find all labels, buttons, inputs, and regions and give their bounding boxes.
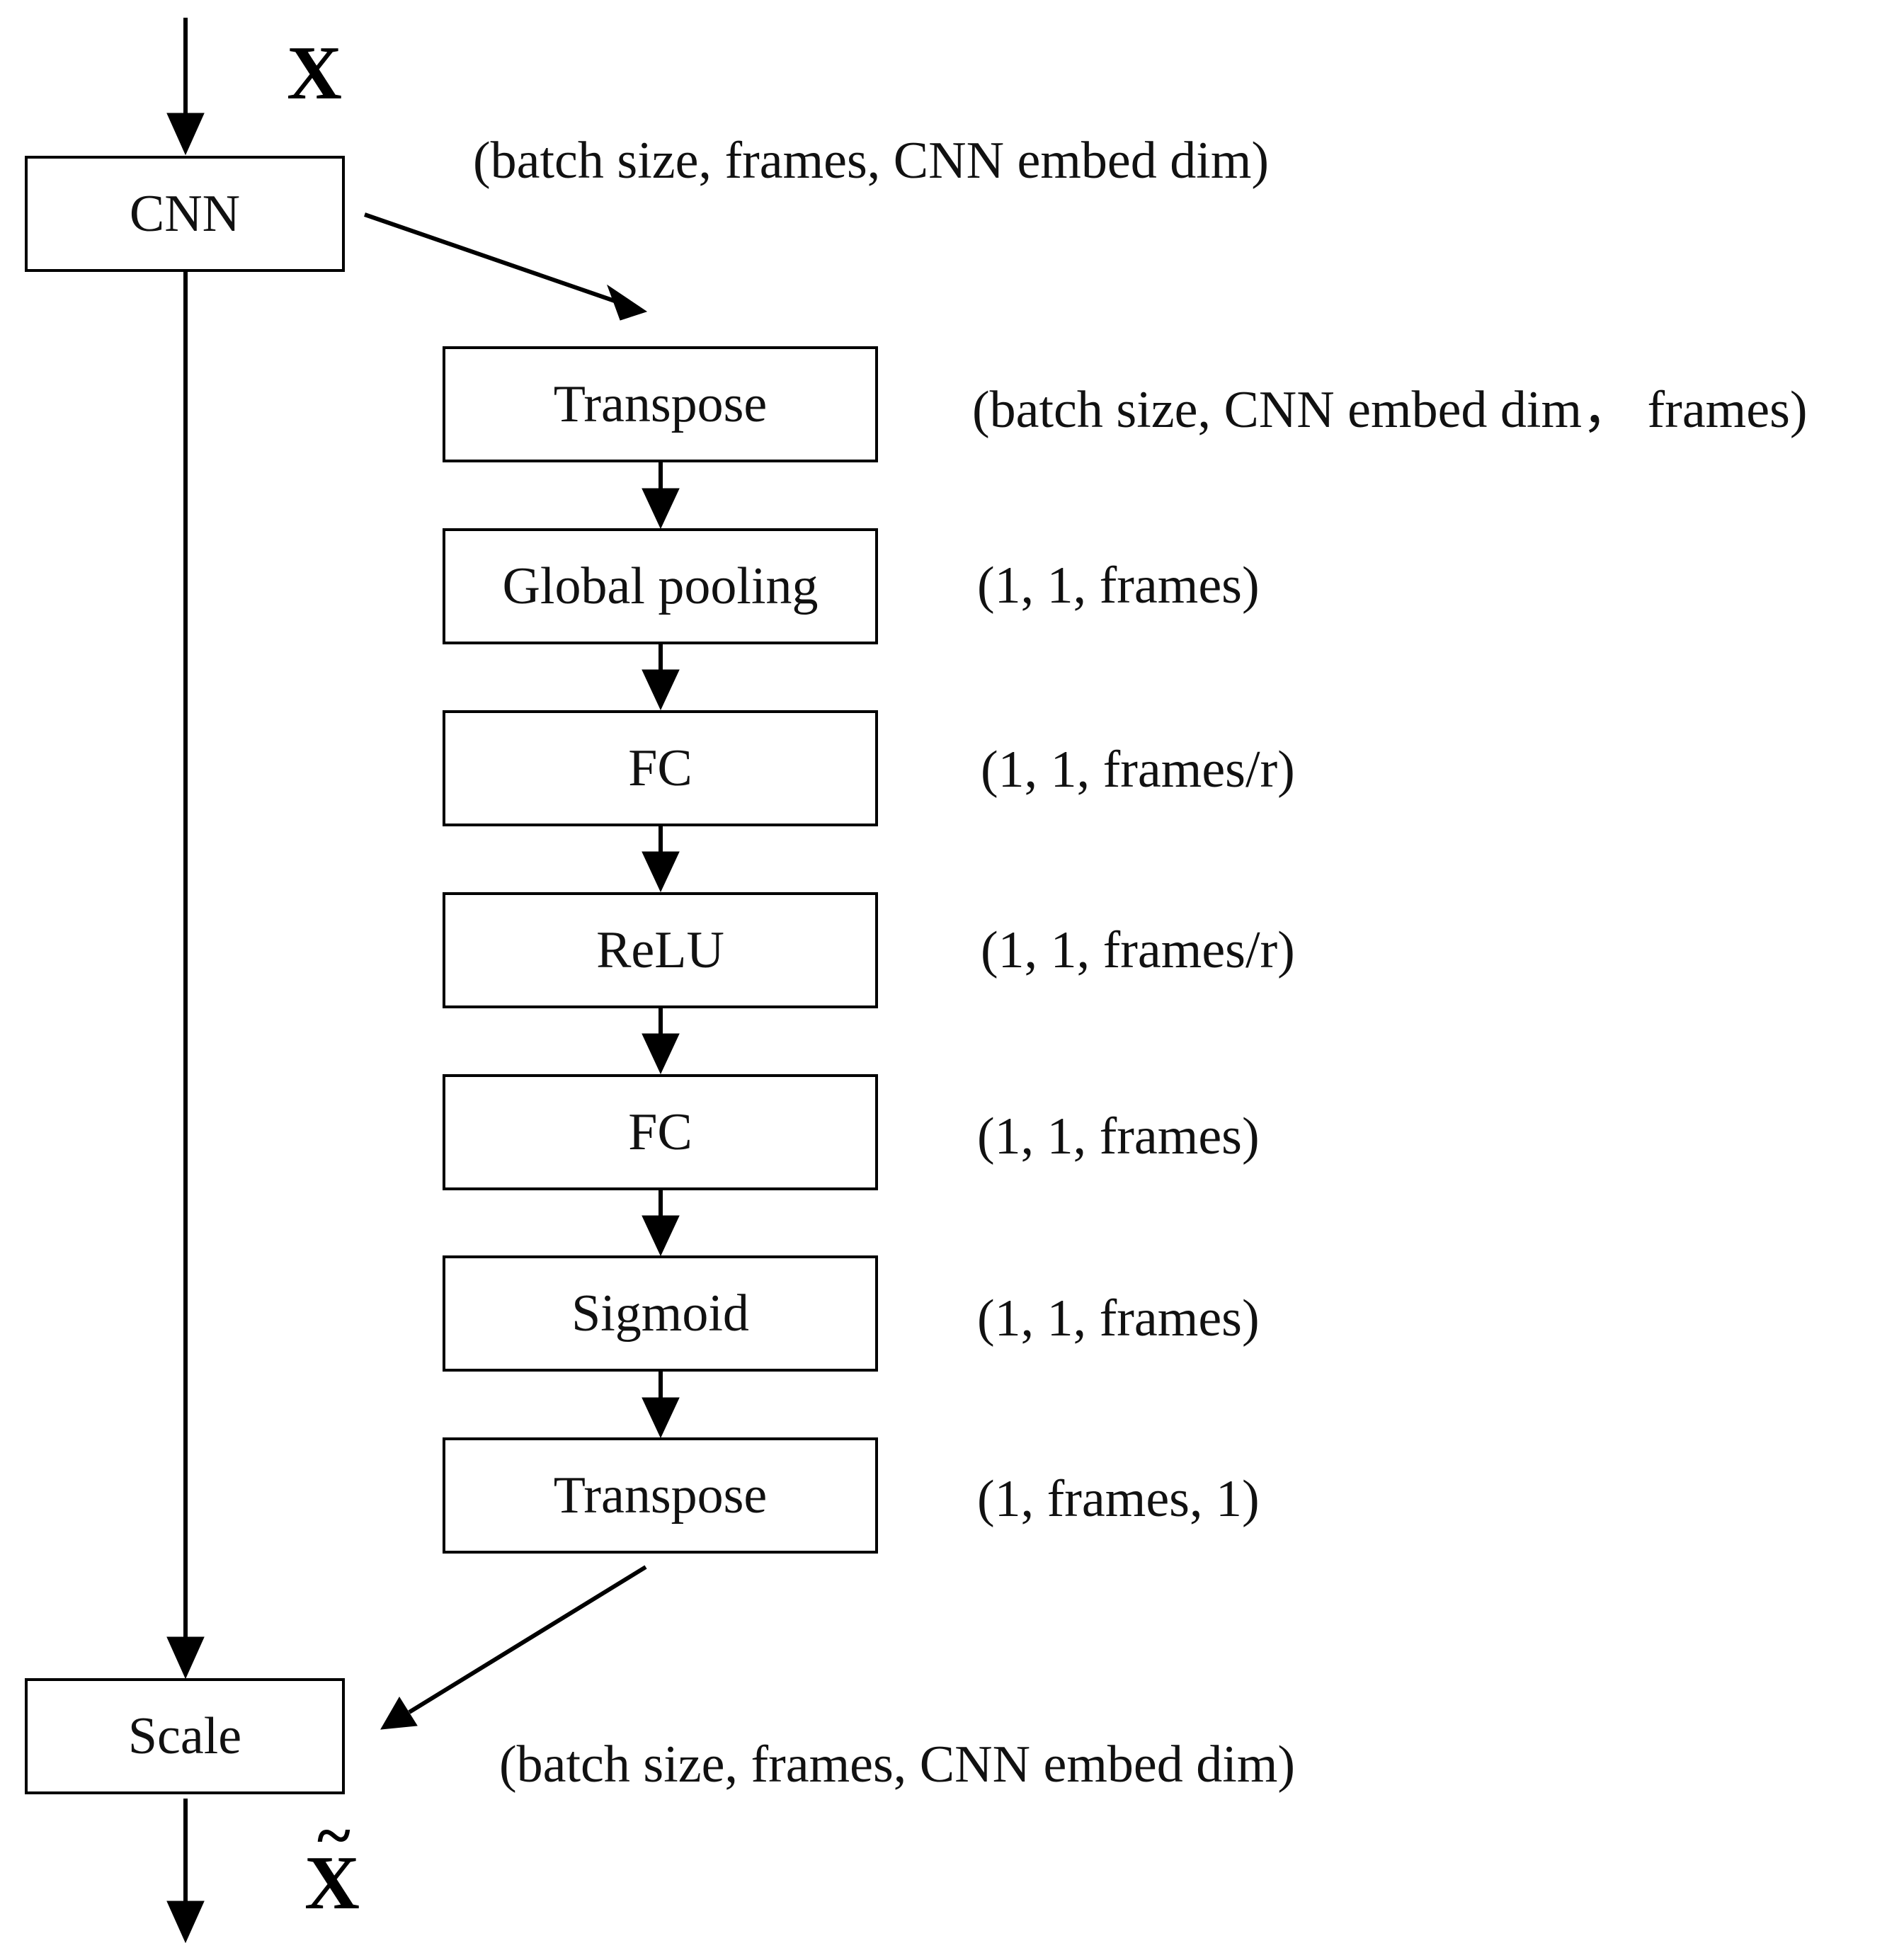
branch-arrow-head-6 (642, 1397, 680, 1439)
input-variable-label: X (287, 31, 342, 115)
cnn-block: CNN (25, 156, 345, 272)
branch-arrow-head-1 (642, 488, 680, 530)
tilde-accent: ~ (317, 1801, 350, 1871)
fc-block-2: FC (443, 1074, 878, 1190)
output-arrow-head (166, 1901, 205, 1944)
input-arrow-head (166, 113, 205, 156)
fc-block-1: FC (443, 710, 878, 826)
relu-output-shape: (1, 1, frames/r) (981, 921, 1295, 979)
sigmoid-output-shape: (1, 1, frames) (977, 1289, 1260, 1348)
global-pooling-output-shape: (1, 1, frames) (977, 557, 1260, 615)
sigmoid-block: Sigmoid (443, 1255, 878, 1372)
branch-out-arrow-shaft (408, 1565, 647, 1714)
branch-in-arrow-head (606, 284, 648, 321)
scale-output-shape: (batch size, frames, CNN embed dim) (499, 1736, 1296, 1794)
branch-in-arrow-shaft (364, 212, 615, 303)
transpose-block-2: Transpose (443, 1437, 878, 1554)
fc-1-output-shape: (1, 1, frames/r) (981, 741, 1295, 799)
skip-arrow-head (166, 1636, 205, 1680)
output-variable-base: X (304, 1841, 360, 1925)
output-variable-label: ~ X (304, 1804, 375, 1960)
fc-2-output-shape: (1, 1, frames) (977, 1107, 1260, 1166)
branch-arrow-head-5 (642, 1215, 680, 1257)
scale-block: Scale (25, 1678, 345, 1794)
global-pooling-block: Global pooling (443, 528, 878, 644)
transpose-2-output-shape: (1, frames, 1) (977, 1470, 1260, 1528)
transpose-block-1: Transpose (443, 346, 878, 462)
branch-arrow-head-3 (642, 851, 680, 893)
branch-arrow-head-4 (642, 1033, 680, 1075)
transpose-1-output-shape: (batch size, CNN embed dim， frames) (972, 381, 1808, 439)
relu-block: ReLU (443, 892, 878, 1008)
branch-out-arrow-head (380, 1697, 418, 1730)
branch-arrow-head-2 (642, 669, 680, 711)
cnn-output-shape: (batch size, frames, CNN embed dim) (473, 132, 1270, 190)
